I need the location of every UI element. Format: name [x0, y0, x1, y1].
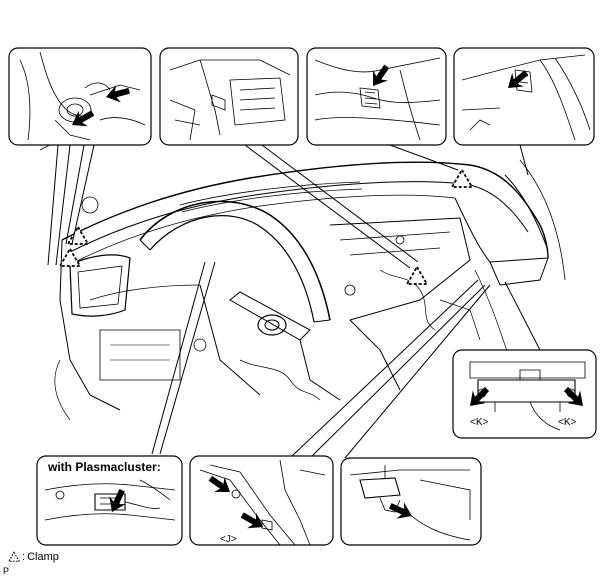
figure-code: P — [3, 566, 10, 576]
tag-k-right: <K> — [558, 417, 577, 428]
clamp-marker — [451, 169, 473, 188]
clamp-marker — [406, 266, 428, 285]
detail-inset-3 — [306, 47, 447, 146]
detail-inset-k — [452, 349, 597, 439]
detail-inset-2 — [159, 47, 299, 146]
tag-k-left: <K> — [470, 417, 489, 428]
main-dashboard-illustration — [39, 109, 566, 421]
detail-inset-plasmacluster — [36, 455, 183, 546]
legend: : Clamp — [8, 551, 59, 563]
legend-text: Clamp — [27, 551, 59, 563]
clamp-triangle-icon — [8, 551, 20, 562]
legend-colon: : — [22, 551, 26, 563]
detail-inset-bottom-right — [340, 457, 482, 546]
clamp-marker — [59, 248, 81, 267]
leader-lines — [47, 144, 541, 459]
tag-j: <J> — [220, 534, 237, 545]
plasmacluster-caption: with Plasmacluster: — [46, 460, 163, 474]
detail-inset-j — [189, 455, 334, 546]
detail-inset-1 — [8, 47, 152, 146]
detail-inset-4 — [453, 47, 595, 146]
